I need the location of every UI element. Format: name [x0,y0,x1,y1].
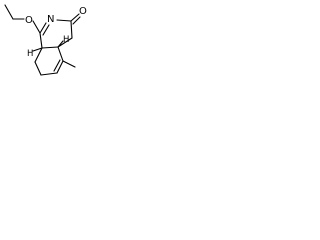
bond-c1-n-double-1 [39,22,47,34]
chemical-structure: O N O H H [4,4,87,76]
bond-c4a-h [57,40,64,48]
hydrogen-bottom-label: H [27,49,33,59]
ether-oxygen-label: O [25,15,33,26]
bond-c3-o-double-1 [70,13,80,22]
bond-o-c1 [32,20,41,34]
bond-c3-c4 [70,20,73,39]
bond-c4a-c5 [57,46,64,62]
bond-c7-c8 [34,61,42,76]
bond-n-c3 [56,19,72,22]
bond-c4-c4a [57,37,73,48]
bond-c8a-c1 [39,32,43,49]
nitrogen-label: N [47,14,54,25]
bond-c8-c8a [34,47,43,63]
bond-c5-c6-double-2 [53,59,61,72]
carbonyl-oxygen-label: O [79,6,87,17]
bond-c8a-h [32,47,43,52]
bond-ethyl-ch3-ch2 [4,4,14,20]
bond-c1-n-double-2 [42,24,50,36]
bond-c6-c7 [40,72,58,76]
bond-c5-methyl [62,60,76,68]
bond-c4a-c8a [41,46,59,49]
hydrogen-top-label: H [63,35,69,45]
bond-c3-o-double-2 [72,16,81,25]
bond-c5-c6-double-1 [56,60,64,74]
